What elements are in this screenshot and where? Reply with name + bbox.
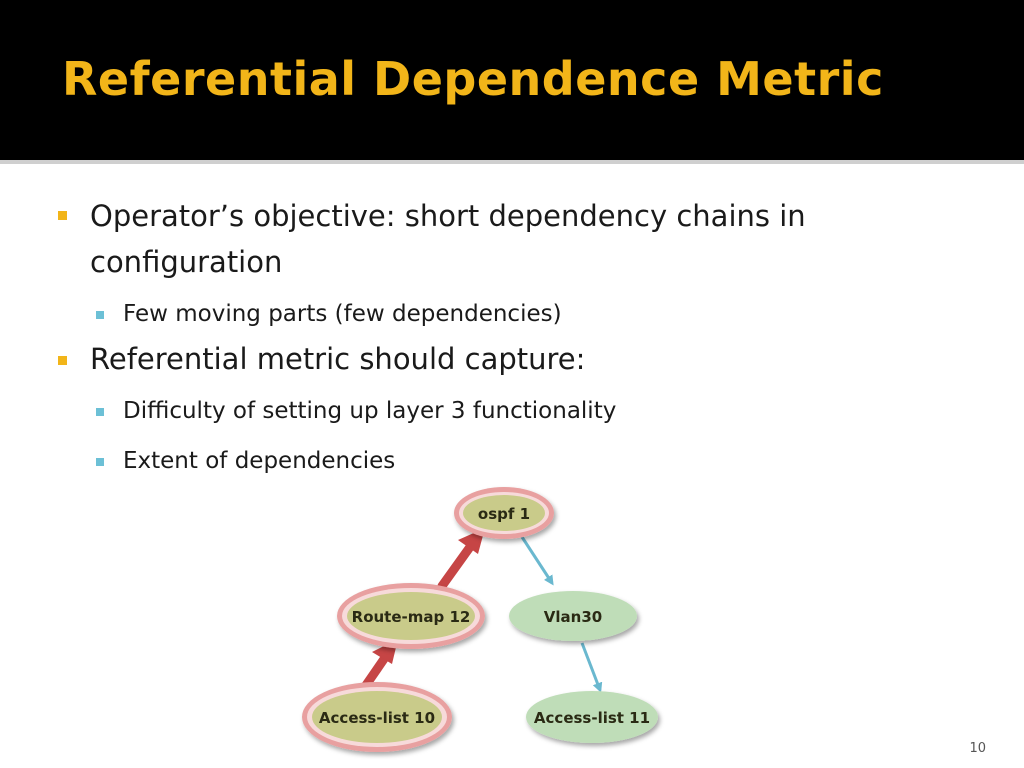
- title-divider: [0, 160, 1024, 164]
- slide-content: Operator’s objective: short dependency c…: [0, 164, 1024, 768]
- node-access-list-11: Access-list 11: [526, 691, 658, 743]
- node-label-access-list-11: Access-list 11: [534, 709, 650, 727]
- bullet-2: Referential metric should capture:: [90, 342, 586, 376]
- arrow-routemap-to-ospf: [437, 528, 485, 591]
- node-ospf: ospf 1: [454, 487, 554, 539]
- node-label-vlan: Vlan30: [544, 608, 602, 626]
- slide-title: Referential Dependence Metric: [62, 52, 884, 106]
- bullet-2-sub-1: Difficulty of setting up layer 3 functio…: [123, 398, 617, 424]
- bullet-2-sub-2: Extent of dependencies: [123, 448, 396, 474]
- node-label-access-list-10: Access-list 10: [319, 709, 435, 727]
- arrow-vlan-to-acl11: [580, 642, 603, 693]
- node-label-route-map: Route-map 12: [352, 608, 471, 626]
- node-route-map: Route-map 12: [337, 583, 485, 649]
- arrow-ospf-to-vlan: [520, 536, 554, 586]
- node-vlan: Vlan30: [509, 591, 637, 641]
- bullet-marker: [58, 211, 67, 220]
- node-label-ospf: ospf 1: [478, 505, 530, 523]
- bullet-1-sub-1: Few moving parts (few dependencies): [123, 301, 562, 327]
- page-number: 10: [969, 741, 986, 756]
- bullet-marker: [58, 356, 67, 365]
- sub-bullet-marker: [96, 311, 104, 319]
- node-access-list-10: Access-list 10: [302, 682, 452, 752]
- bullet-1-line-1: Operator’s objective: short dependency c…: [90, 199, 806, 233]
- bullet-1-line-2: configuration: [90, 245, 283, 279]
- sub-bullet-marker: [96, 408, 104, 416]
- title-bar: Referential Dependence Metric: [0, 0, 1024, 160]
- sub-bullet-marker: [96, 458, 104, 466]
